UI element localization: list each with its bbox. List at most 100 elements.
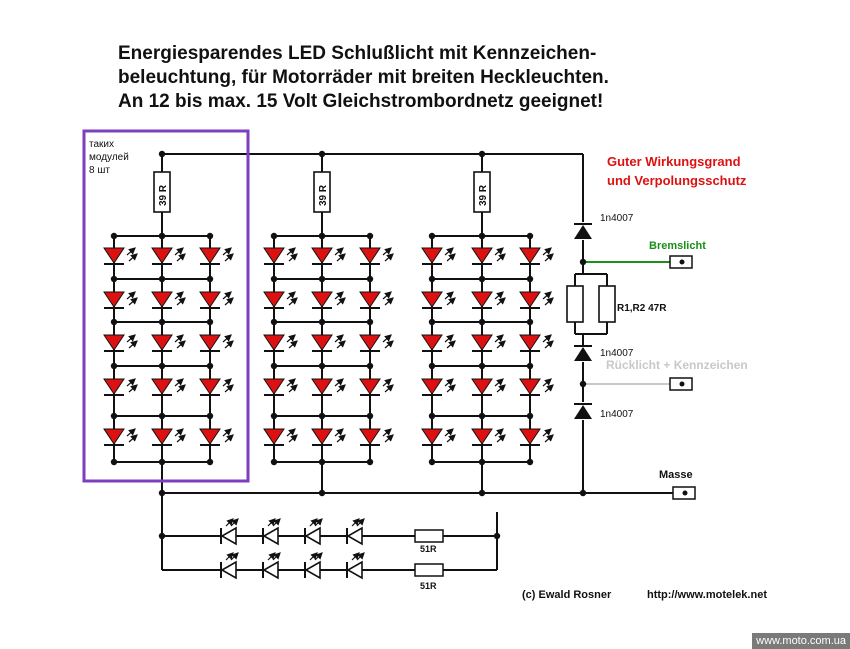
title-line-3: An 12 bis max. 15 Volt Gleichstrombordne… xyxy=(118,91,604,112)
junction-dot xyxy=(270,275,278,283)
junction-dot xyxy=(110,458,118,466)
junction-dot xyxy=(579,489,587,497)
junction-dot xyxy=(478,232,486,240)
led-diode xyxy=(519,428,554,446)
led-diode xyxy=(263,247,298,265)
tail-label: Rücklicht + Kennzeichen xyxy=(606,358,748,372)
led-diode xyxy=(359,247,394,265)
url-text: http://www.motelek.net xyxy=(647,589,767,601)
series-resistor-label-2: 51R xyxy=(420,581,437,591)
junction-dot xyxy=(158,412,166,420)
junction-dot xyxy=(158,232,166,240)
brake-label: Bremslicht xyxy=(649,240,706,252)
diode-label-2: 1n4007 xyxy=(600,348,634,359)
led-diode xyxy=(311,428,346,446)
led-diode xyxy=(151,428,186,446)
watermark: www.moto.com.ua xyxy=(752,633,850,649)
led-diode xyxy=(421,428,456,446)
led-diode xyxy=(421,247,456,265)
led-diode xyxy=(103,247,138,265)
led-diode xyxy=(199,334,234,352)
module-note-line-2: модулей xyxy=(89,152,129,163)
resistor-39r-label: 39 R xyxy=(478,184,489,206)
led-diode xyxy=(519,291,554,309)
led-diode xyxy=(220,518,239,546)
junction-dot xyxy=(110,362,118,370)
diode-label-1: 1n4007 xyxy=(600,213,634,224)
resistor-39r xyxy=(473,171,491,213)
led-diode xyxy=(519,247,554,265)
resistor-r1 xyxy=(566,285,584,323)
led-diode xyxy=(311,291,346,309)
junction-dot xyxy=(318,362,326,370)
junction-dot xyxy=(478,489,486,497)
led-diode xyxy=(199,378,234,396)
led-diode xyxy=(103,428,138,446)
junction-dot xyxy=(318,412,326,420)
junction-dot xyxy=(493,532,501,540)
module-note-line-1: таких xyxy=(89,139,114,150)
led-diode xyxy=(471,428,506,446)
ground-label: Masse xyxy=(659,469,693,481)
junction-dot xyxy=(158,489,166,497)
led-diode xyxy=(311,334,346,352)
junction-dot xyxy=(158,275,166,283)
resistor-39r-label: 39 R xyxy=(158,184,169,206)
series-resistor-label-1: 51R xyxy=(420,544,437,554)
junction-dot xyxy=(478,275,486,283)
led-diode xyxy=(304,518,323,546)
led-diode xyxy=(263,378,298,396)
led-diode xyxy=(471,378,506,396)
led-diode xyxy=(262,518,281,546)
junction-dot xyxy=(206,412,214,420)
junction-dot xyxy=(318,150,326,158)
rectifier-diode xyxy=(574,345,592,361)
junction-dot xyxy=(110,275,118,283)
junction-dot xyxy=(110,412,118,420)
junction-dot xyxy=(366,232,374,240)
led-diode xyxy=(199,291,234,309)
led-diode xyxy=(471,247,506,265)
title-line-2: beleuchtung, für Motorräder mit breiten … xyxy=(118,67,609,88)
junction-dot xyxy=(318,458,326,466)
resistor-51r xyxy=(414,529,444,543)
junction-dot xyxy=(366,412,374,420)
junction-dot xyxy=(270,458,278,466)
led-diode xyxy=(151,247,186,265)
junction-dot xyxy=(206,275,214,283)
junction-dot xyxy=(428,232,436,240)
led-diode xyxy=(151,334,186,352)
resistor-39r xyxy=(153,171,171,213)
led-diode xyxy=(311,378,346,396)
junction-dot xyxy=(428,458,436,466)
junction-dot xyxy=(478,412,486,420)
led-diode xyxy=(103,334,138,352)
rectifier-diode xyxy=(574,403,592,419)
led-diode xyxy=(103,291,138,309)
junction-dot xyxy=(158,150,166,158)
junction-dot xyxy=(158,318,166,326)
junction-dot xyxy=(579,380,587,388)
led-diode xyxy=(199,428,234,446)
wire-connector xyxy=(669,377,693,391)
led-diode xyxy=(304,552,323,580)
wire-connector xyxy=(669,255,693,269)
junction-dot xyxy=(526,458,534,466)
junction-dot xyxy=(366,362,374,370)
led-diode xyxy=(471,291,506,309)
led-diode xyxy=(421,334,456,352)
junction-dot xyxy=(158,362,166,370)
junction-dot xyxy=(206,232,214,240)
led-diode xyxy=(519,378,554,396)
led-diode xyxy=(263,334,298,352)
junction-dot xyxy=(478,318,486,326)
led-diode xyxy=(311,247,346,265)
junction-dot xyxy=(206,362,214,370)
efficiency-note-line-2: und Verpolungsschutz xyxy=(607,173,747,188)
led-diode xyxy=(421,291,456,309)
junction-dot xyxy=(526,232,534,240)
junction-dot xyxy=(428,275,436,283)
junction-dot xyxy=(579,258,587,266)
junction-dot xyxy=(526,412,534,420)
junction-dot xyxy=(478,458,486,466)
